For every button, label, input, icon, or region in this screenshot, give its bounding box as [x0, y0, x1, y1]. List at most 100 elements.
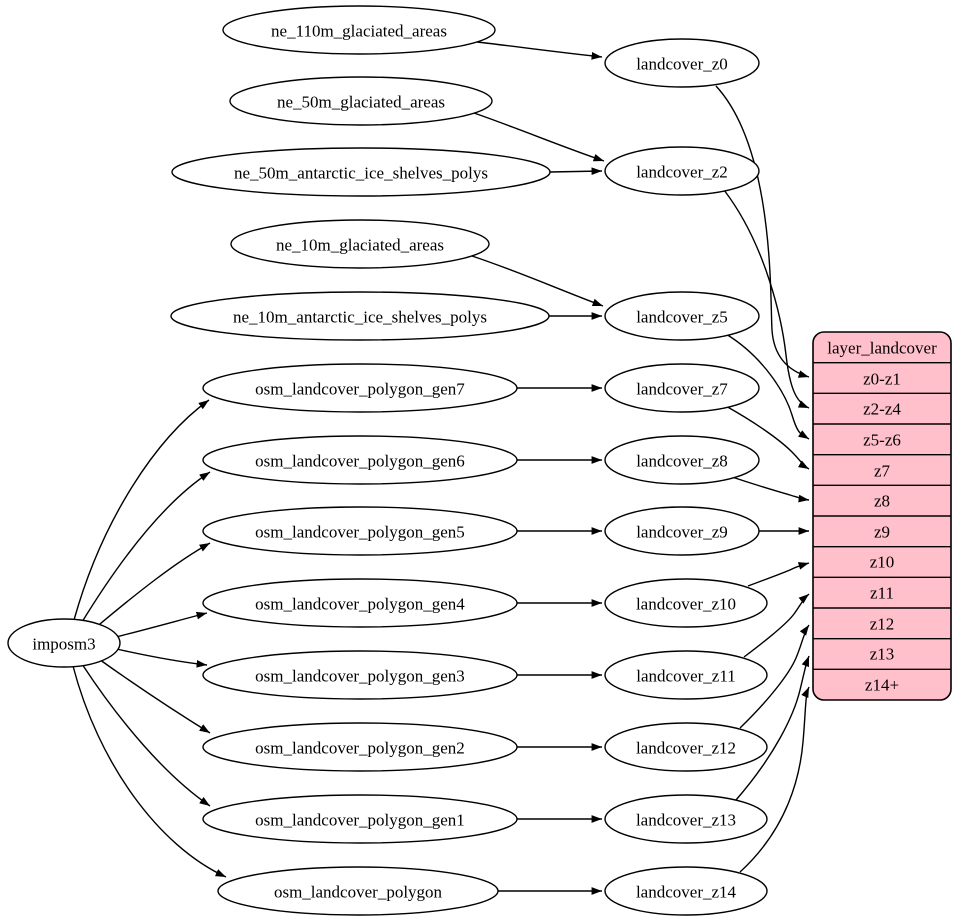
edge-z11-to-row-z11: [743, 593, 810, 658]
node-ellipse: [170, 291, 550, 341]
edge-imposm3-to-gen4: [111, 611, 208, 639]
node-osm-landcover-polygon: osm_landcover_polygon: [217, 866, 499, 916]
node-ellipse: [604, 794, 768, 844]
node-landcover-z14: landcover_z14: [604, 866, 768, 916]
edges-importer-to-sources: [72, 399, 227, 878]
node-label: ne_110m_glaciated_areas: [271, 22, 447, 41]
node-ellipse: [229, 76, 493, 126]
node-ellipse: [202, 578, 518, 628]
table-row-label: z2-z4: [863, 400, 901, 419]
edge-z2-to-row-z2-z4: [723, 189, 810, 409]
node-label: osm_landcover_polygon: [274, 883, 443, 902]
table-row-label: z8: [874, 492, 890, 511]
node-osm-landcover-polygon-gen3: osm_landcover_polygon_gen3: [202, 650, 518, 700]
edge-z7-to-row-z7: [723, 404, 810, 470]
node-ne-50m-antarctic-ice-shelves-polys: ne_50m_antarctic_ice_shelves_polys: [171, 147, 551, 197]
node-landcover-z2: landcover_z2: [604, 146, 760, 196]
node-ellipse: [604, 38, 760, 88]
node-ellipse: [604, 578, 768, 628]
table-row-label: z9: [874, 523, 890, 542]
node-ellipse: [202, 722, 518, 772]
node-ellipse: [604, 506, 760, 556]
node-label: landcover_z11: [636, 667, 735, 686]
edge-ne110m-to-z0: [476, 41, 603, 60]
node-label: osm_landcover_polygon_gen4: [255, 595, 465, 614]
node-landcover-z0: landcover_z0: [604, 38, 760, 88]
node-ellipse: [202, 363, 518, 413]
node-ellipse: [202, 435, 518, 485]
node-label: osm_landcover_polygon_gen1: [255, 811, 465, 830]
node-label: landcover_z8: [636, 452, 728, 471]
node-label: ne_10m_antarctic_ice_shelves_polys: [233, 308, 487, 327]
node-ellipse: [202, 506, 518, 556]
node-ellipse: [222, 5, 496, 55]
node-label: osm_landcover_polygon_gen5: [255, 523, 465, 542]
node-label: osm_landcover_polygon_gen7: [255, 380, 465, 399]
node-label: landcover_z0: [636, 55, 728, 74]
node-ellipse: [604, 722, 768, 772]
node-ne-10m-antarctic-ice-shelves-polys: ne_10m_antarctic_ice_shelves_polys: [170, 291, 550, 341]
edges-transforms-to-layer: [715, 85, 810, 873]
node-label: landcover_z2: [636, 163, 728, 182]
node-landcover-z12: landcover_z12: [604, 722, 768, 772]
layer-landcover-table: layer_landcover z0-z1 z2-z4 z5-z6 z7 z8 …: [812, 331, 952, 701]
node-osm-landcover-polygon-gen7: osm_landcover_polygon_gen7: [202, 363, 518, 413]
edge-z13-to-row-z13: [735, 655, 810, 801]
table-row-label: z14+: [865, 676, 899, 695]
node-osm-landcover-polygon-gen1: osm_landcover_polygon_gen1: [202, 794, 518, 844]
node-landcover-z7: landcover_z7: [604, 363, 760, 413]
table-row-label: z5-z6: [863, 431, 901, 450]
edge-ne50m-to-z2: [473, 112, 605, 162]
table-row-label: z12: [870, 615, 895, 634]
node-ellipse: [202, 650, 518, 700]
node-label: landcover_z12: [636, 739, 736, 758]
edges-sources-to-transforms: [471, 41, 605, 895]
node-label: landcover_z13: [636, 811, 736, 830]
node-label: landcover_z10: [636, 595, 736, 614]
edge-z14-to-row-z14: [739, 686, 810, 873]
node-imposm3: imposm3: [7, 618, 121, 668]
node-ellipse: [230, 219, 490, 269]
edge-z12-to-row-z12: [739, 624, 810, 729]
node-label: osm_landcover_polygon_gen2: [255, 739, 465, 758]
node-label: landcover_z9: [636, 523, 728, 542]
table-row-label: z10: [870, 553, 895, 572]
table-row-label: z11: [870, 584, 894, 603]
node-ellipse: [604, 435, 760, 485]
node-ellipse: [604, 291, 760, 341]
node-osm-landcover-polygon-gen2: osm_landcover_polygon_gen2: [202, 722, 518, 772]
edge-imposm3-to-gen3: [111, 647, 208, 668]
node-osm-landcover-polygon-gen4: osm_landcover_polygon_gen4: [202, 578, 518, 628]
node-ellipse: [217, 866, 499, 916]
node-label: osm_landcover_polygon_gen6: [255, 452, 465, 471]
node-ne-110m-glaciated-areas: ne_110m_glaciated_areas: [222, 5, 496, 55]
edge-ne10m-to-z5: [471, 255, 604, 307]
node-landcover-z11: landcover_z11: [604, 650, 768, 700]
node-landcover-z10: landcover_z10: [604, 578, 768, 628]
edge-imposm3-to-gen2: [95, 656, 211, 734]
node-label: landcover_z7: [636, 380, 728, 399]
node-label: osm_landcover_polygon_gen3: [255, 667, 465, 686]
table-title: layer_landcover: [827, 339, 937, 358]
edge-imposm3-to-gen7: [73, 399, 210, 621]
node-label: landcover_z5: [636, 308, 728, 327]
node-ne-50m-glaciated-areas: ne_50m_glaciated_areas: [229, 76, 493, 126]
node-osm-landcover-polygon-gen5: osm_landcover_polygon_gen5: [202, 506, 518, 556]
edge-z8-to-row-z8: [731, 476, 810, 503]
node-ellipse: [202, 794, 518, 844]
edge-imposm3-to-polygon: [72, 665, 227, 878]
node-label: ne_50m_antarctic_ice_shelves_polys: [234, 164, 488, 183]
edge-imposm3-to-gen1: [81, 663, 211, 807]
edge-z5-to-row-z5-z6: [725, 333, 810, 440]
node-label: landcover_z14: [636, 883, 737, 902]
node-ellipse: [604, 650, 768, 700]
node-ellipse: [171, 147, 551, 197]
edge-z10-to-row-z10: [747, 562, 810, 587]
edge-imposm3-to-gen5: [93, 542, 211, 630]
node-ellipse: [604, 866, 768, 916]
node-ellipse: [604, 363, 760, 413]
node-landcover-z13: landcover_z13: [604, 794, 768, 844]
node-ellipse: [604, 146, 760, 196]
